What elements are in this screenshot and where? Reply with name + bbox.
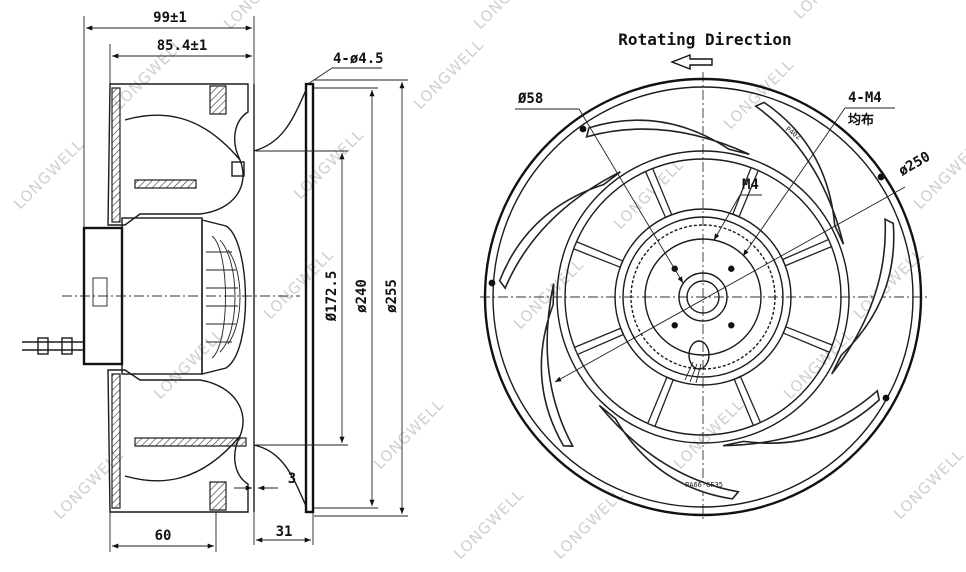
side-view: 99±1 85.4±1 4-ø4.5 Ø172.5 ø240 ø255 3 31 [22,10,408,552]
impeller-top-clip [231,161,245,177]
blade-tip-bottom-hatch [209,481,227,511]
dim-impeller-diameter: ø250 [896,149,933,180]
motor-spoke [781,238,833,267]
watermark-text: LONGWELL [290,125,367,202]
impeller-blade [585,119,750,156]
rotation-direction-label: Rotating Direction [618,30,791,49]
mount-hole-set [488,125,890,402]
blade-tip-top-hatch [209,85,227,115]
inlet-ring-inner [564,158,842,436]
cable-wires [22,341,84,351]
mount-hole [579,125,587,133]
motor-rotor-fins [211,235,241,359]
dim-mount-holes: 4-ø4.5 [333,51,384,67]
hub-ring-inner [686,280,720,314]
impeller-bottom-outline [107,369,249,513]
dim-thread-note: 均布 [848,112,874,128]
leader-thread-count [742,107,846,257]
m4-hole [728,322,735,329]
motor-ring-outer [614,208,792,386]
dim-inlet-diameter: Ø172.5 [324,271,340,323]
inlet-ring-outer [556,150,850,444]
inlet-curve-bottom [253,444,307,507]
impeller-blade [722,389,881,447]
leader-thread [713,194,741,241]
impeller-blades [498,101,895,500]
impeller-material-label: PA66-GF35 [685,481,723,489]
impeller-bottom-blade [124,435,241,482]
motor-spoke [782,325,834,354]
dim-impeller-depth: 60 [155,528,172,544]
outer-ring [483,77,923,517]
cable-connector-1 [37,337,49,355]
watermark-text: LONGWELL [910,135,966,212]
impeller-top-hatch [111,87,121,223]
mount-hole [877,173,885,181]
motor-ring-vents [630,224,776,370]
inlet-curve-top [253,89,307,152]
mount-hole [488,279,496,287]
front-view: Rotating Direction [480,30,933,522]
cable-exit [688,340,710,370]
m4-hole [728,265,735,272]
mount-hole [882,394,890,402]
dim-hub-diameter: Ø58 [517,91,543,107]
hub-ring-outer [678,272,728,322]
impeller-bottom-hatch [111,373,121,509]
leader-hub [578,108,684,284]
motor-ring-mid [622,216,784,378]
impeller-blade [540,283,575,447]
dim-thread: M4 [742,177,759,193]
leader-mount-holes [307,67,333,85]
motor-rotor-dome [201,219,247,375]
motor-spoke [573,327,625,356]
impeller-bottom-band [134,437,247,447]
impeller-top-band [134,179,197,189]
motor-ring-inner [644,238,762,356]
watermark-text: LONGWELL [410,35,487,112]
dim-thread-count: 4-M4 [848,90,882,106]
impeller-blade [498,171,621,290]
flange-plate [304,82,315,514]
watermark-text: LONGWELL [670,395,747,472]
watermark-text: LONGWELL [150,325,227,402]
watermark-text: LONGWELL [790,0,867,23]
watermark-text: LONGWELL [10,135,87,212]
m4-hole [671,322,678,329]
impeller-blade [754,101,845,245]
dim-outer-diameter: ø255 [384,279,400,313]
leader-impeller-diameter [554,186,906,383]
dim-flange-gap: 3 [288,471,296,487]
cable-connector-2 [61,337,73,355]
impeller-blade [598,404,740,500]
motor-rotor-ribs [206,251,238,343]
rotation-arrow-icon [670,53,713,71]
motor-spoke [646,376,675,428]
impeller-top-outline [107,83,249,226]
dim-overall-width: 99±1 [153,10,187,26]
outer-ring-inner [492,86,914,508]
cable-exit-wires [684,361,702,384]
dim-flange-depth: 31 [276,524,293,540]
watermark-text: LONGWELL [370,395,447,472]
dim-flange-diameter: ø240 [354,279,370,313]
watermark-text: LONGWELL [890,445,966,522]
watermark-text: LONGWELL [450,485,527,562]
watermark-text: LONGWELL [470,0,547,33]
motor-label-box [92,277,108,307]
dim-body-width: 85.4±1 [157,38,208,54]
impeller-blade [831,217,895,375]
impeller-top-blade [124,114,241,161]
